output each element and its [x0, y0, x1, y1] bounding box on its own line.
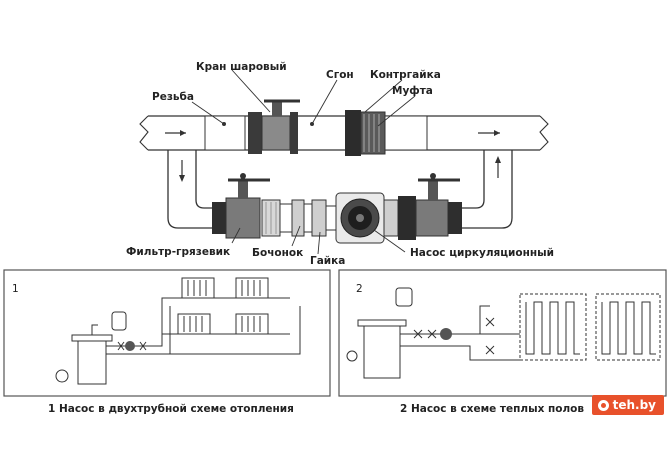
label-bochonok: Бочонок [252, 247, 303, 259]
label-rezba: Резьба [152, 91, 194, 103]
watermark-badge[interactable]: teh.by [591, 395, 664, 415]
main-pipe [139, 99, 549, 156]
panel-1-caption: 1 Насос в двухтрубной схеме отопления [48, 403, 294, 415]
logo-icon [597, 399, 609, 411]
label-sgon: Сгон [326, 69, 354, 81]
panel-2-number: 2 [356, 283, 363, 295]
panel-1: 1 [3, 269, 331, 397]
label-mufta: Муфта [392, 85, 433, 97]
bypass-loop [167, 150, 513, 229]
panel-2: 2 [338, 269, 667, 397]
panel-1-number: 1 [12, 283, 19, 295]
label-kran: Кран шаровый [196, 61, 287, 73]
label-gaika: Гайка [310, 255, 345, 267]
bypass-fittings [212, 173, 462, 244]
leader-lines [191, 69, 416, 255]
label-kontrgaika: Контргайка [370, 69, 441, 81]
panel-2-caption: 2 Насос в схеме теплых полов [400, 403, 584, 415]
label-filtr: Фильтр-грязевик [126, 246, 230, 258]
label-nasos: Насос циркуляционный [410, 247, 554, 259]
component-labels: Резьба Кран шаровый Сгон Контргайка Муфт… [126, 61, 554, 267]
watermark-text: teh.by [612, 398, 656, 412]
